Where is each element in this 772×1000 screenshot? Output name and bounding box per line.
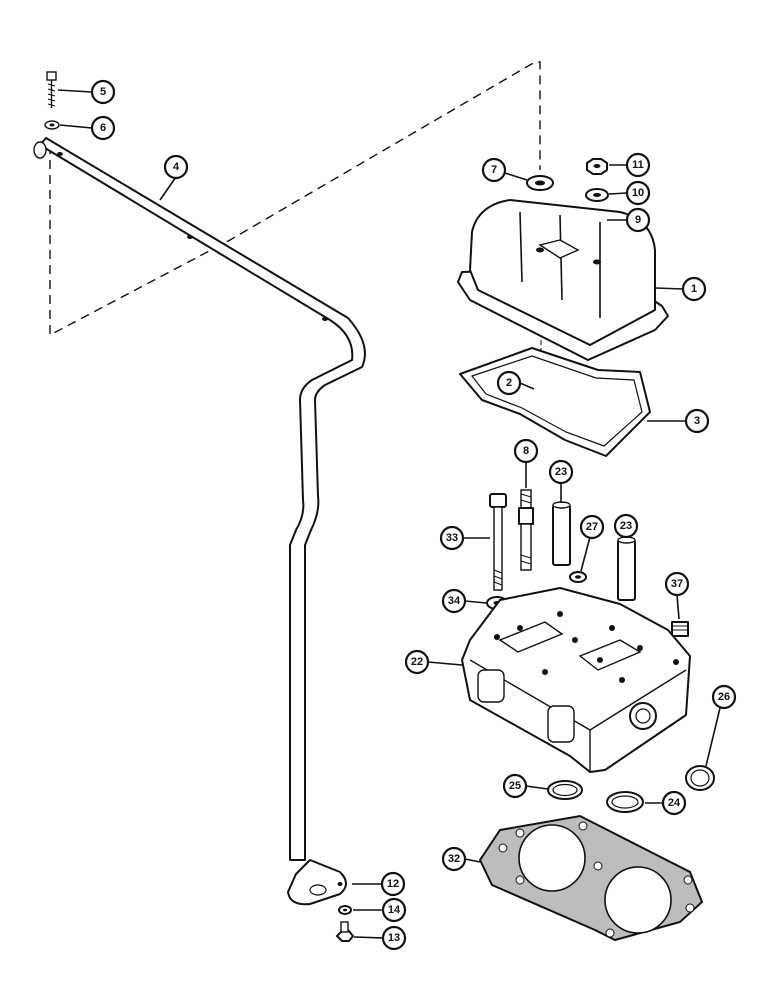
- callout-23-lower-label: 23: [620, 520, 632, 532]
- callout-34-label: 34: [448, 595, 461, 607]
- part-1-valve-cover: [457, 199, 669, 361]
- callout-8: 8: [513, 438, 539, 464]
- callout-12-label: 12: [387, 878, 399, 890]
- callout-25-label: 25: [509, 780, 521, 792]
- callout-8-label: 8: [523, 445, 529, 457]
- callout-24-label: 24: [668, 797, 681, 809]
- callout-22-label: 22: [411, 656, 423, 668]
- callout-1-label: 1: [691, 283, 697, 295]
- part-33-head-bolt: [489, 493, 507, 591]
- callout-5: 5: [90, 79, 116, 105]
- callout-26: 26: [711, 684, 737, 710]
- callout-24: 24: [661, 790, 687, 816]
- callout-14-label: 14: [388, 904, 401, 916]
- callout-25: 25: [502, 773, 528, 799]
- callout-7-label: 7: [491, 164, 497, 176]
- part-11-nut: [586, 158, 608, 175]
- callout-6: 6: [90, 115, 116, 141]
- callout-2-label: 2: [506, 377, 512, 389]
- callout-1: 1: [681, 276, 707, 302]
- part-14-washer: [338, 905, 352, 915]
- leader-lines: [57, 89, 721, 939]
- callout-13-label: 13: [388, 932, 400, 944]
- part-32-head-gasket: [478, 814, 704, 942]
- part-4-breather-tube: [33, 137, 366, 861]
- alignment-dashed-line: [49, 61, 541, 337]
- part-5-cap-screw: [46, 71, 57, 108]
- callout-11: 11: [625, 152, 651, 178]
- callout-7: 7: [481, 157, 507, 183]
- callout-12: 12: [380, 871, 406, 897]
- part-6-washer: [44, 120, 60, 130]
- part-10-washer: [585, 188, 609, 202]
- part-23-valve-guide-left: [552, 501, 571, 566]
- callout-23-lower: 23: [613, 513, 639, 539]
- part-24-seal-ring: [606, 791, 644, 813]
- part-23-valve-guide-right: [617, 536, 636, 601]
- callout-22: 22: [404, 649, 430, 675]
- callout-13: 13: [381, 925, 407, 951]
- part-3-cover-gasket: [459, 347, 651, 457]
- part-22-cylinder-head: [461, 587, 691, 773]
- callout-4: 4: [163, 154, 189, 180]
- callout-27: 27: [579, 514, 605, 540]
- callout-9: 9: [625, 207, 651, 233]
- part-27-seal: [569, 571, 587, 583]
- callout-5-label: 5: [100, 86, 106, 98]
- callout-14: 14: [381, 897, 407, 923]
- callout-37: 37: [664, 571, 690, 597]
- callout-23-upper-label: 23: [555, 466, 567, 478]
- callout-23-upper: 23: [548, 459, 574, 485]
- part-7-seal-washer: [526, 175, 554, 191]
- callout-26-label: 26: [718, 691, 730, 703]
- part-25-seal-ring: [547, 780, 583, 800]
- callout-32: 32: [441, 846, 467, 872]
- callout-33-label: 33: [446, 532, 458, 544]
- part-26-oring: [685, 765, 715, 791]
- part-13-cap-screw: [336, 921, 354, 942]
- part-8-stud: [518, 489, 534, 571]
- callout-9-label: 9: [635, 214, 641, 226]
- part-37-plug: [671, 621, 689, 637]
- callout-27-label: 27: [586, 521, 598, 533]
- callout-32-label: 32: [448, 853, 460, 865]
- callout-3: 3: [684, 408, 710, 434]
- callout-6-label: 6: [100, 122, 106, 134]
- callout-11-label: 11: [632, 159, 644, 171]
- callout-10-label: 10: [632, 187, 644, 199]
- callout-33: 33: [439, 525, 465, 551]
- callout-3-label: 3: [694, 415, 700, 427]
- callout-34: 34: [441, 588, 467, 614]
- callout-10: 10: [625, 180, 651, 206]
- callout-2: 2: [496, 370, 522, 396]
- callout-4-label: 4: [173, 161, 180, 173]
- callout-37-label: 37: [671, 578, 683, 590]
- part-12-mounting-plate: [287, 859, 347, 906]
